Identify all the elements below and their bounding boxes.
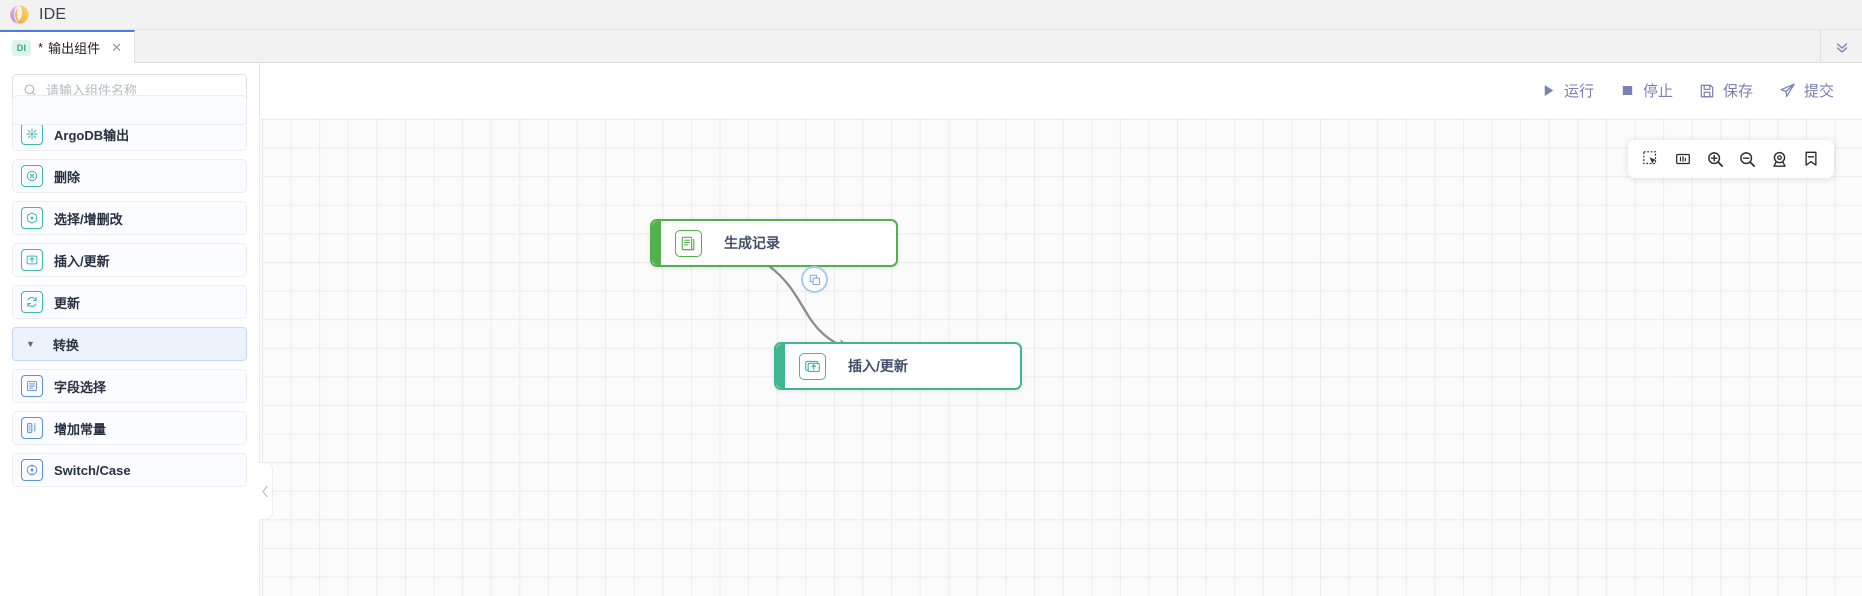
select-crud-icon: [21, 207, 43, 229]
sidebar-item-label: Switch/Case: [54, 462, 131, 478]
editor-action-toolbar: 运行 停止 保存 提交: [260, 63, 1862, 118]
flow-canvas[interactable]: 生成记录 插入/更新: [261, 118, 1862, 596]
submit-paper-plane-icon: [1780, 83, 1795, 98]
node-accent-bar: [776, 344, 785, 388]
submit-button-label: 提交: [1803, 83, 1834, 100]
refresh-icon: [21, 291, 43, 313]
generate-record-icon: [675, 229, 702, 257]
switch-case-icon: [21, 459, 43, 481]
sidebar-group-label: 转换: [52, 337, 79, 353]
fit-view-icon[interactable]: [1672, 148, 1694, 170]
sidebar-item-label: 选择/增删改: [54, 211, 123, 227]
flow-node-label: 插入/更新: [848, 358, 908, 374]
insert-update-icon: [799, 352, 826, 380]
sidebar-item-field-select[interactable]: 字段选择: [12, 369, 247, 403]
sidebar-collapse-handle[interactable]: [259, 462, 273, 520]
stop-icon: [1622, 86, 1633, 95]
zoom-in-icon[interactable]: [1704, 148, 1726, 170]
add-constant-icon: [21, 417, 43, 439]
play-icon: [1544, 85, 1554, 96]
stop-button-label: 停止: [1642, 83, 1673, 100]
delete-circle-icon: [21, 165, 43, 187]
insert-update-icon: [21, 249, 43, 271]
edge-badge[interactable]: [801, 266, 828, 293]
tab-bar: DI * 输出组件 ✕: [0, 30, 1862, 63]
search-input[interactable]: [46, 83, 236, 98]
run-button-label: 运行: [1563, 83, 1594, 100]
submit-button[interactable]: 提交: [1779, 80, 1834, 101]
argodb-output-icon: [21, 123, 43, 145]
sidebar-item-label: 删除: [54, 169, 81, 185]
sidebar-group-transform[interactable]: ▼ 转换: [12, 327, 247, 361]
sidebar-item-update[interactable]: 更新: [12, 285, 247, 319]
flow-node-insert-update[interactable]: 插入/更新: [774, 342, 1022, 390]
tab-output-component[interactable]: DI * 输出组件 ✕: [0, 30, 136, 63]
component-sidebar: ArgoDB输出 删除 选择/增删改: [0, 63, 260, 596]
close-icon[interactable]: ✕: [111, 40, 123, 55]
sidebar-item-label: 字段选择: [54, 379, 107, 395]
save-floppy-icon: [1700, 84, 1714, 97]
tab-overflow-button[interactable]: [1820, 30, 1862, 63]
sidebar-item-switch-case[interactable]: Switch/Case: [12, 453, 247, 487]
caret-down-icon: ▼: [26, 338, 35, 349]
sidebar-item-add-constant[interactable]: 增加常量: [12, 411, 247, 445]
zoom-out-icon[interactable]: [1736, 148, 1758, 170]
sidebar-item-insert-update[interactable]: 插入/更新: [12, 243, 247, 277]
tab-type-badge: DI: [12, 39, 31, 56]
sidebar-item-delete[interactable]: 删除: [12, 159, 247, 193]
sidebar-item-label: 更新: [54, 295, 81, 311]
chevron-left-icon: [262, 485, 268, 497]
component-list: ArgoDB输出 删除 选择/增删改: [0, 95, 259, 487]
run-button[interactable]: 运行: [1541, 80, 1594, 101]
double-chevron-down-icon: [1836, 42, 1847, 53]
locate-pin-icon[interactable]: [1768, 148, 1790, 170]
save-button-label: 保存: [1722, 83, 1753, 100]
copy-layers-icon: [809, 274, 820, 285]
marquee-select-icon[interactable]: [1640, 148, 1662, 170]
app-title: IDE: [39, 5, 67, 23]
list-item-partial-above[interactable]: [12, 95, 247, 125]
sidebar-item-label: ArgoDB输出: [54, 127, 130, 143]
flow-node-generate-record[interactable]: 生成记录: [650, 219, 898, 267]
bookmark-icon[interactable]: [1800, 148, 1822, 170]
field-select-icon: [21, 375, 43, 397]
app-bar: IDE: [0, 0, 1862, 30]
sidebar-item-label: 插入/更新: [54, 253, 110, 269]
flow-edges: [768, 265, 855, 352]
node-accent-bar: [652, 221, 661, 265]
sidebar-item-select-crud[interactable]: 选择/增删改: [12, 201, 247, 235]
tab-label: 输出组件: [48, 41, 101, 56]
flow-node-label: 生成记录: [724, 235, 780, 251]
tab-modified-marker: *: [38, 40, 44, 55]
save-button[interactable]: 保存: [1699, 80, 1753, 101]
spiral-logo-icon: [10, 5, 29, 24]
canvas-tool-palette: [1628, 140, 1834, 178]
stop-button[interactable]: 停止: [1620, 80, 1673, 101]
sidebar-item-label: 增加常量: [54, 421, 107, 437]
